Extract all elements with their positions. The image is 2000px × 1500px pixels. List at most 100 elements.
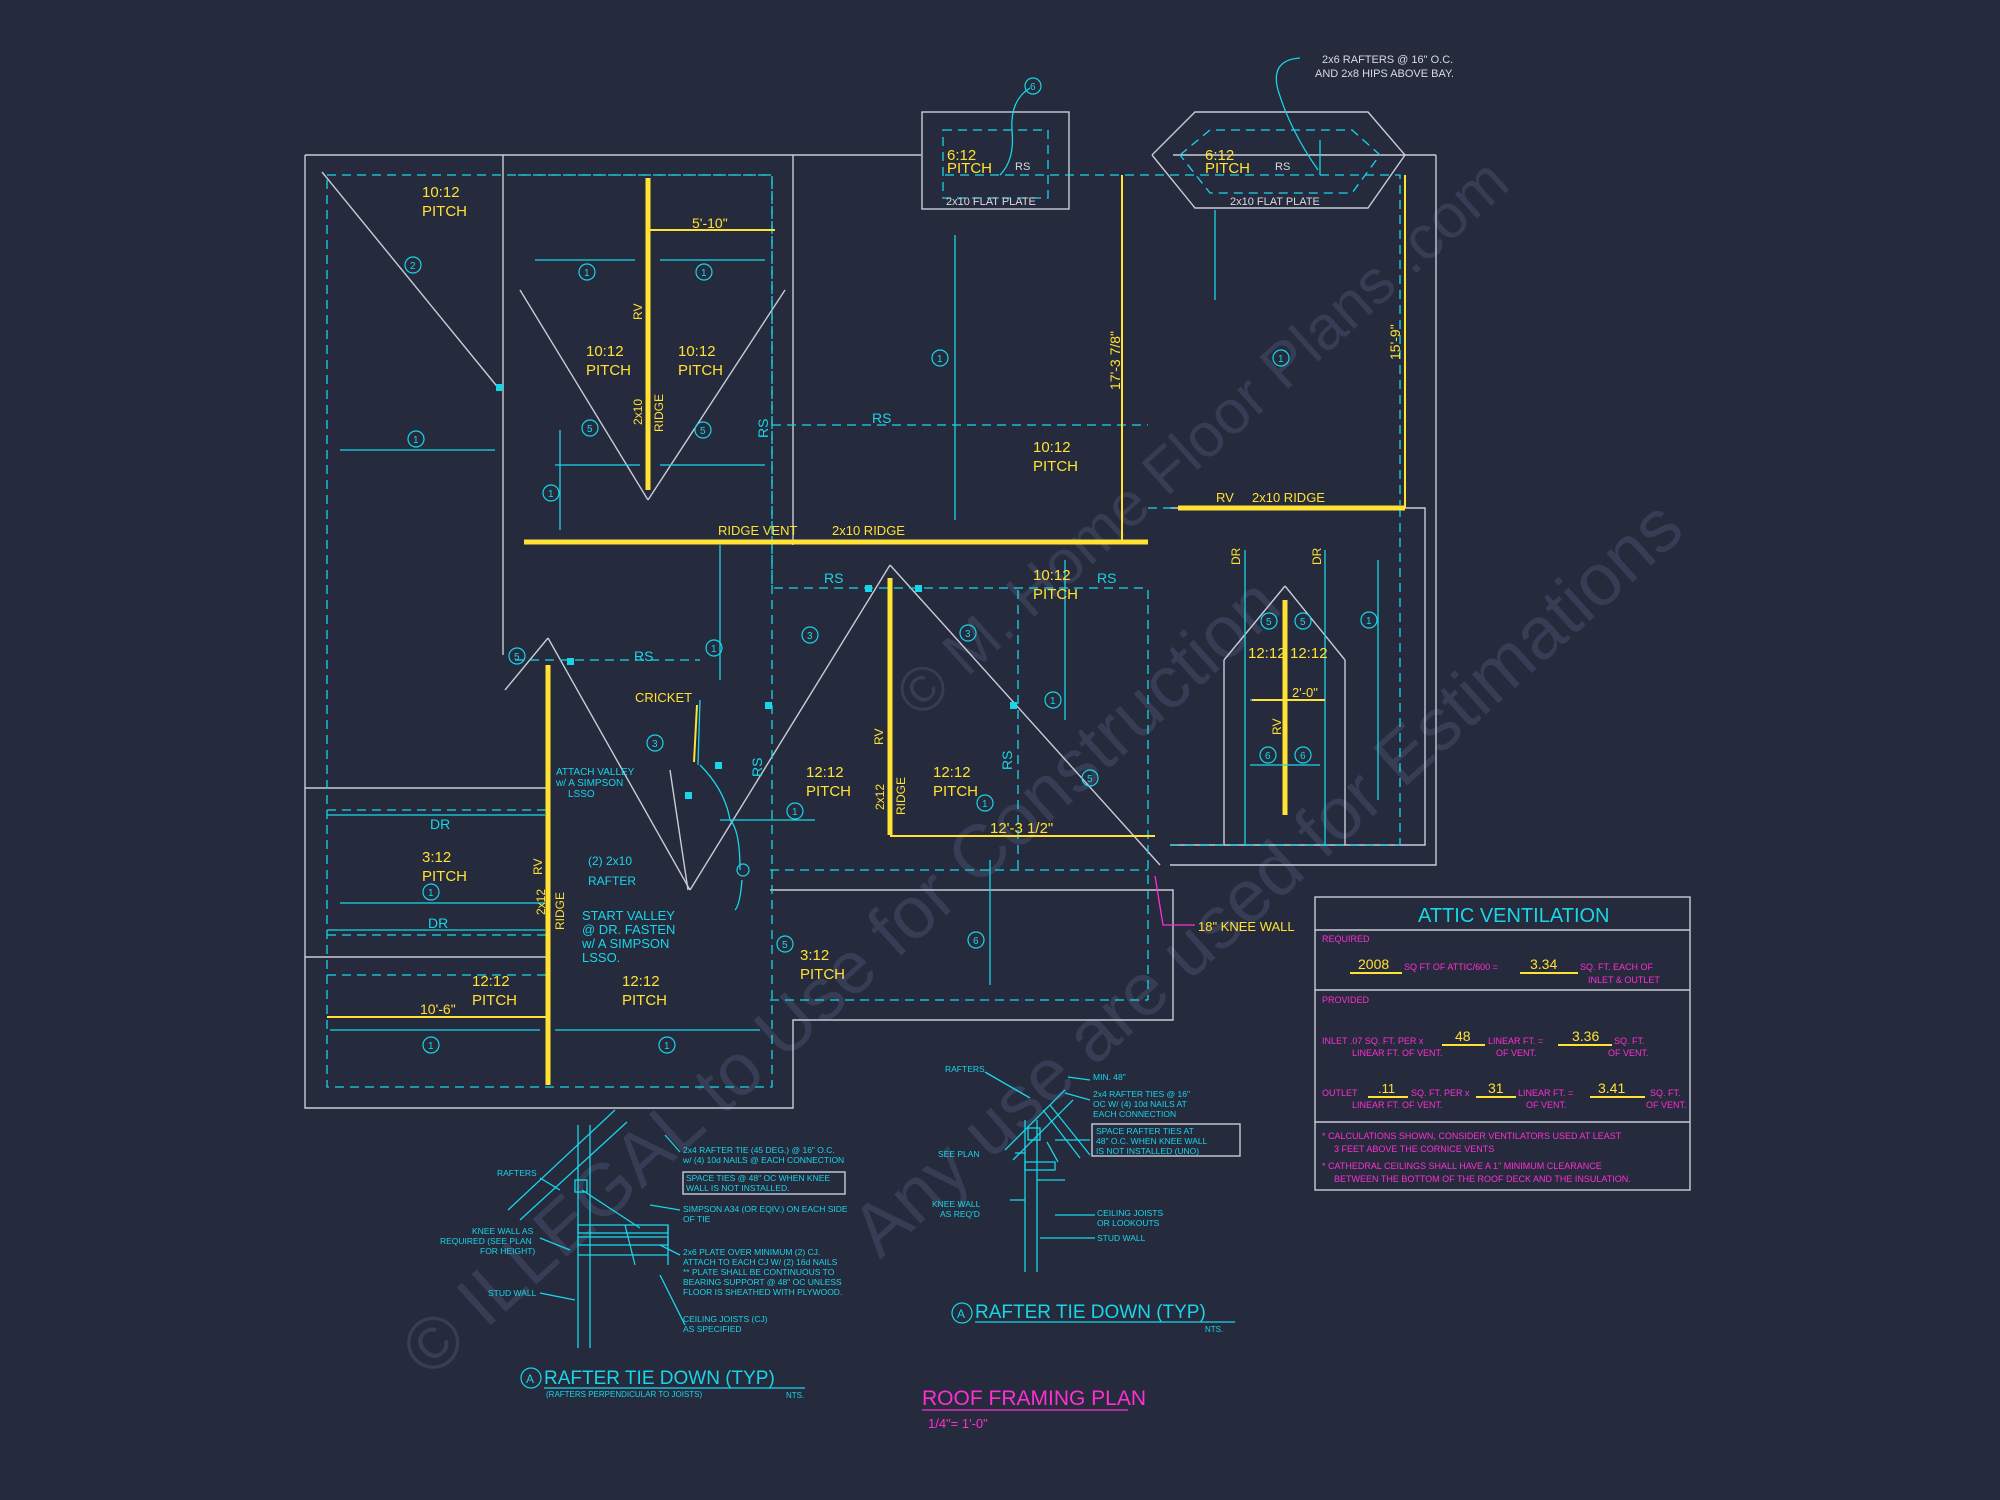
pitch-label: 12:12 [622,973,660,990]
detail-label: IS NOT INSTALLED (UNO) [1096,1146,1199,1156]
attach-valley-note: ATTACH VALLEY [556,767,635,778]
pitch-label: 6:12 [1205,147,1234,164]
detail-label: 2x4 RAFTER TIES @ 16" [1093,1089,1190,1099]
detail-label: AS REQ'D [940,1209,980,1219]
pitch-word: PITCH [1205,160,1250,177]
bay-leader [999,87,1031,176]
attach-valley-note: LSSO [568,789,595,800]
detail-label: REQUIRED (SEE PLAN [440,1236,532,1246]
rs-label: RS [755,419,771,438]
ridge-size-label: 2x10 [631,399,645,425]
attic-outlet-mid: LINEAR FT. = [1518,1088,1573,1098]
detail-scale: NTS. [786,1391,804,1400]
detail-note: 2x4 RAFTER TIE (45 DEG.) @ 16" O.C. [683,1145,835,1155]
tag-number: 3 [807,631,813,642]
detail-label: FOR HEIGHT) [480,1246,535,1256]
detail-label: EACH CONNECTION [1093,1109,1176,1119]
detail-note: SIMPSON A34 (OR EQIV.) ON EACH SIDE [683,1204,848,1214]
detail-label: KNEE WALL AS [472,1226,534,1236]
detail-label: MIN. 48" [1093,1072,1126,1082]
attic-inlet-mid: OF VENT. [1496,1048,1537,1058]
attic-required-text: SQ FT OF ATTIC/600 = [1404,962,1498,972]
attic-required-label: REQUIRED [1322,934,1370,944]
tag-number: 1 [584,268,590,279]
pitch-label: 10:12 [678,343,716,360]
rafter-arrows [327,140,1379,1031]
detail-right-title: RAFTER TIE DOWN (TYP) [975,1302,1206,1323]
tag-number: 6 [1265,751,1271,762]
knee-wall-label: 18" KNEE WALL [1198,919,1295,934]
tag-number: 1 [701,268,707,279]
pitch-word: PITCH [422,203,467,220]
dim-12-3: 12'-3 1/2" [990,820,1053,837]
detail-marker: A [526,1372,534,1386]
plan-markers [496,384,1017,799]
start-valley-note: @ DR. FASTEN [582,922,675,937]
attic-inlet-unit: OF VENT. [1608,1048,1649,1058]
dr-label: DR [430,816,450,832]
attic-outlet-unit: OF VENT. [1646,1100,1687,1110]
tag-number: 1 [711,644,717,655]
pitch-label: 10:12 [1033,439,1071,456]
ridge-label: RIDGE [894,777,908,815]
rv-label: RV [631,304,645,320]
flat-plate-right: 2x10 FLAT PLATE [1230,196,1320,208]
ridge-label: RIDGE [553,892,567,930]
rafter-leader [1275,57,1319,171]
tag-number: 1 [792,807,798,818]
tag-number: 5 [1300,617,1306,628]
detail-note: CEILING JOISTS (CJ) [683,1314,768,1324]
attic-required-unit: INLET & OUTLET [1588,975,1660,985]
attic-provided-label: PROVIDED [1322,995,1370,1005]
pitch-word: PITCH [1033,458,1078,475]
tag-number: 5 [1266,617,1272,628]
detail-note: BEARING SUPPORT @ 48" OC UNLESS [683,1277,842,1287]
pitch-word: PITCH [933,783,978,800]
detail-label: STUD WALL [488,1288,537,1298]
tag-number: 3 [652,739,658,750]
detail-scale: NTS. [1205,1325,1223,1334]
pitch-label: 12:12 [472,973,510,990]
attic-outlet-per: LINEAR FT. OF VENT. [1352,1100,1443,1110]
tag-number: 3 [965,629,971,640]
pitch-word: PITCH [586,362,631,379]
roof-outline [304,111,1437,1109]
attic-outlet-result: 3.41 [1598,1080,1625,1096]
ridge-size-label: 2x12 [534,889,548,915]
plan-title: ROOF FRAMING PLAN [922,1387,1146,1410]
detail-label: OR LOOKOUTS [1097,1218,1160,1228]
attach-valley-leader [699,764,741,871]
rafter-size-label: (2) 2x10 [588,854,632,868]
tag-number: 1 [428,1041,434,1052]
detail-note: ATTACH TO EACH CJ W/ (2) 16d NAILS [683,1257,838,1267]
section-tags: 6 2 1 1 1 1 1 5 5 1 5 1 3 3 1 5 5 1 3 5 … [404,77,1378,1054]
detail-label: STUD WALL [1097,1233,1146,1243]
rs-label: RS [872,410,891,426]
attic-required-result: 3.34 [1530,956,1557,972]
pitch-word: PITCH [472,992,517,1009]
tag-number: 5 [587,424,593,435]
tag-number: 6 [1300,751,1306,762]
attic-required-value: 2008 [1358,956,1389,972]
callout-hips: AND 2x8 HIPS ABOVE BAY. [1315,68,1454,80]
rs-label: RS [634,648,653,664]
pitch-word: PITCH [947,160,992,177]
pitch-word: PITCH [622,992,667,1009]
detail-label: RAFTERS [945,1064,985,1074]
tag-number: 5 [700,426,706,437]
detail-label: SEE PLAN [938,1149,980,1159]
attic-required-unit: SQ. FT. EACH OF [1580,962,1654,972]
pitch-label: 10:12 [422,184,460,201]
attach-valley-note: w/ A SIMPSON [555,778,623,789]
plan-title-block: ROOF FRAMING PLAN 1/4"= 1'-0" [922,1387,1146,1431]
ridge-size-label: 2x12 [873,784,887,810]
attic-outlet-label: OUTLET [1322,1088,1358,1098]
detail-label: RAFTERS [497,1168,537,1178]
attic-title: ATTIC VENTILATION [1418,905,1610,927]
pitch-label: 6:12 [947,147,976,164]
dr-label: DR [1310,547,1324,565]
attic-outlet-rate: .11 [1378,1081,1395,1096]
attic-inlet-mid: LINEAR FT. = [1488,1036,1543,1046]
callout-rafters: 2x6 RAFTERS @ 16" O.C. [1322,54,1453,66]
